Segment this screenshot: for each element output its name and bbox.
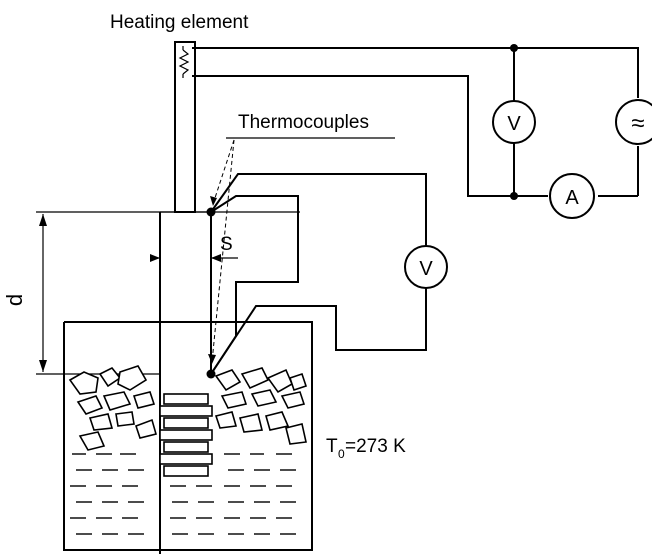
thermocouples-label: Thermocouples: [238, 112, 369, 133]
leader-upper: [212, 139, 235, 205]
temperature-label: T 0 =273 K: [326, 436, 406, 461]
container-vessel: [63, 321, 313, 551]
ac-power-source: ≈: [615, 99, 652, 145]
ammeter-label: A: [565, 187, 579, 209]
ice-chunks: [68, 365, 308, 451]
ammeter: A: [549, 173, 595, 219]
heating-element: [174, 41, 196, 213]
ac-source-symbol: ≈: [631, 110, 644, 137]
water-surface-pattern: [70, 453, 296, 535]
ice-column: [159, 211, 212, 554]
temperature-label-value: =273 K: [345, 436, 406, 457]
leader-lower: [211, 139, 235, 363]
temperature-label-subscript: 0: [338, 447, 345, 461]
ice-sample-blocks: [159, 393, 213, 477]
dimension-d: d: [2, 214, 47, 372]
thermocouple-circuit-wires: [210, 173, 427, 375]
dimension-d-label: d: [2, 294, 27, 306]
heater-circuit-wires: [192, 44, 639, 200]
heating-element-label: Heating element: [110, 12, 249, 33]
voltmeter-thermocouple: V: [404, 245, 448, 289]
temperature-label-t: T: [326, 436, 338, 457]
dimension-s: S: [150, 234, 238, 262]
dimension-s-label: S: [220, 234, 233, 255]
voltmeter-heater: V: [492, 100, 536, 144]
voltmeter-thermocouple-label: V: [419, 258, 433, 280]
voltmeter-heater-label: V: [507, 113, 521, 135]
